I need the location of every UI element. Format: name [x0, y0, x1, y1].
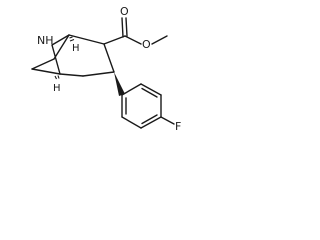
hashed-bond-top	[69, 36, 75, 42]
bond-carbonyl-double-b	[125, 17, 128, 37]
atom-label-oxygen-carbonyl: O	[120, 5, 129, 18]
atom-label-oxygen-ester: O	[142, 38, 151, 51]
bond-oester-methyl	[151, 35, 168, 45]
stereo-h-bonds	[54, 36, 75, 80]
bond-n-c1	[51, 34, 70, 46]
atom-label-fluorine: F	[175, 120, 181, 133]
atom-label-h-top: H	[72, 43, 80, 54]
fluorophenyl-ring	[121, 83, 175, 129]
tropane-skeleton	[31, 34, 115, 77]
atom-label-h-bottom: H	[53, 83, 61, 94]
bond-c2-ccarbonyl	[103, 35, 126, 45]
bond-c2-c3	[103, 43, 115, 73]
bond-n-c5	[51, 44, 61, 75]
bond-ccarbonyl-oester	[124, 35, 142, 45]
bond-c6-c5	[31, 68, 61, 75]
bond-c1-c2	[68, 34, 105, 45]
bond-ring-fluorine	[160, 116, 175, 125]
bond-c7-c6	[31, 58, 55, 70]
molecule-structure: NH H H O O F	[31, 5, 181, 133]
bond-c3-c4	[82, 71, 115, 77]
wedge-bond-c3-aryl	[114, 72, 125, 96]
bond-c4-c5	[59, 73, 84, 77]
hashed-bond-bottom	[54, 75, 60, 80]
bond-carbonyl-double-a	[121, 17, 124, 38]
ester-group	[103, 17, 168, 45]
atom-label-nh: NH	[37, 34, 54, 47]
bond-c1-c7	[53, 34, 70, 60]
